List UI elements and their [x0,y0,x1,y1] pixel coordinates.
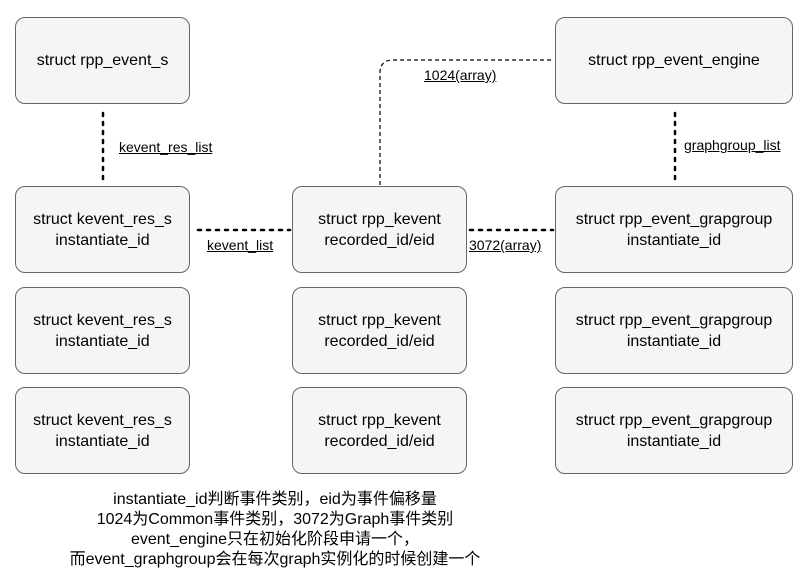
node-kevent-res-s: struct kevent_res_s instantiate_id [15,387,190,474]
node-rpp-event-grapgroup: struct rpp_event_grapgroup instantiate_i… [555,186,793,273]
node-rpp-event-engine: struct rpp_event_engine [555,17,793,104]
node-label: struct rpp_event_grapgroup [575,311,773,329]
node-field: instantiate_id [626,432,722,450]
node-label: struct rpp_kevent [318,311,441,329]
node-rpp-event-s: struct rpp_event_s [15,17,190,104]
label-3072-array: 3072(array) [468,237,543,253]
node-label: struct kevent_res_s [33,411,172,429]
node-label: struct rpp_event_s [36,52,169,69]
diagram-notes: instantiate_id判断事件类别，eid为事件偏移量 1024为Comm… [30,490,520,570]
node-kevent-res-s: struct kevent_res_s instantiate_id [15,186,190,273]
label-kevent-res-list: kevent_res_list [118,139,214,155]
node-field: recorded_id/eid [324,332,435,350]
node-label: struct kevent_res_s [33,311,172,329]
node-label: struct rpp_event_grapgroup [575,210,773,228]
node-rpp-kevent: struct rpp_kevent recorded_id/eid [292,186,467,273]
note-line: 而event_graphgroup会在每次graph实例化的时候创建一个 [69,551,481,568]
node-field: instantiate_id [626,231,722,249]
node-field: instantiate_id [626,332,722,350]
node-rpp-event-grapgroup: struct rpp_event_grapgroup instantiate_i… [555,287,793,374]
node-label: struct rpp_event_grapgroup [575,411,773,429]
label-kevent-list: kevent_list [206,237,275,253]
node-field: instantiate_id [55,231,150,249]
label-1024-array: 1024(array) [423,67,498,83]
edge-1024-array [379,59,554,185]
node-rpp-kevent: struct rpp_kevent recorded_id/eid [292,287,467,374]
node-field: instantiate_id [55,432,150,450]
node-kevent-res-s: struct kevent_res_s instantiate_id [15,287,190,374]
node-label: struct rpp_event_engine [588,52,760,69]
node-field: instantiate_id [55,332,150,350]
node-label: struct rpp_kevent [318,210,441,228]
node-rpp-kevent: struct rpp_kevent recorded_id/eid [292,387,467,474]
note-line: 1024为Common事件类别，3072为Graph事件类别 [96,511,454,528]
label-graphgroup-list: graphgroup_list [683,137,782,153]
node-label: struct rpp_kevent [318,411,441,429]
note-line: instantiate_id判断事件类别，eid为事件偏移量 [113,491,437,508]
node-label: struct kevent_res_s [33,210,172,228]
note-line: event_engine只在初始化阶段申请一个， [130,531,420,548]
node-field: recorded_id/eid [324,432,435,450]
node-field: recorded_id/eid [324,231,435,249]
node-rpp-event-grapgroup: struct rpp_event_grapgroup instantiate_i… [555,387,793,474]
